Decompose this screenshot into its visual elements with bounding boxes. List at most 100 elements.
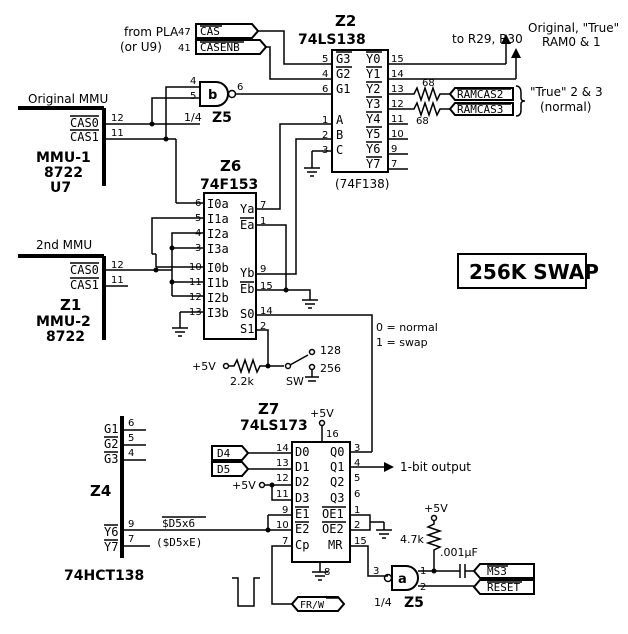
z7-d5x6: $D5x6 [162, 517, 195, 530]
z7-inpin-4: 9 [282, 505, 288, 516]
z7-part: 74LS173 [240, 418, 308, 434]
z4-g2-pin: 5 [128, 433, 134, 444]
z2-output-routing: to R29, R30 Original, "True" RAM0 & 1 68… [408, 21, 619, 127]
res-68-a: 68 [422, 78, 435, 89]
z5b-frac: 1/4 [184, 111, 202, 124]
z2-outpin-6: 9 [391, 144, 397, 155]
swap-switch: +5V 2.2k SW 128 256 0 = normal 1 = swap [192, 321, 438, 388]
z4-g1-pin: 6 [128, 418, 134, 429]
z2-outpin-7: 7 [391, 159, 397, 170]
z6-in-2: I2a [207, 227, 229, 241]
z7-out-1: Q1 [330, 460, 344, 474]
z6-chip: Z6 74F153 I0a I1a I2a I3a I0b I1b I2b I3… [151, 123, 373, 452]
z5a-frac: 1/4 [374, 596, 392, 609]
z6-in-6: I2b [207, 291, 229, 305]
z2-outpin-5: 10 [391, 129, 404, 140]
z4-y7-pin: 7 [128, 534, 134, 545]
mmu2-pin11: 11 [111, 275, 124, 286]
z2-inpin-1: 4 [322, 69, 328, 80]
z6-in-7: I3b [207, 306, 229, 320]
z7-in-0: D0 [295, 445, 309, 459]
z2-in-5: C [336, 143, 343, 157]
z2-in-0: G3 [336, 52, 350, 66]
z2-out-1: Y1 [366, 67, 380, 81]
z6-outpin-2: 9 [260, 264, 266, 275]
sw-normal: 0 = normal [376, 321, 438, 334]
pla-label-2: (or U9) [120, 40, 162, 54]
true-label-2: (normal) [540, 100, 591, 114]
z7-in-1: D1 [295, 460, 309, 474]
z7-out-4: OE1 [322, 507, 344, 521]
z7-outpin-2: 5 [354, 473, 360, 484]
z2-inpin-3: 1 [322, 115, 328, 126]
sw-swap: 1 = swap [376, 336, 428, 349]
z6-out-1: Ea [240, 218, 254, 232]
orig-label-2: RAM0 & 1 [542, 35, 601, 49]
z2-inpin-0: 5 [322, 54, 328, 65]
mmu1: Original MMU CAS0 CAS1 12 11 MMU-1 8722 … [18, 92, 200, 196]
z7-inpin-6: 7 [282, 536, 288, 547]
z6-in-3: I3a [207, 242, 229, 256]
z4-y7: Y7 [104, 540, 118, 554]
sw-256: 256 [320, 362, 341, 375]
z4-g1: G1 [104, 422, 118, 436]
sw-label: SW [286, 375, 304, 388]
pla-pin-1: 47 [178, 27, 191, 38]
z2-in-3: A [336, 113, 344, 127]
z5b-label: b [208, 88, 217, 103]
z5-gate-a: a 3 1 2 1/4 Z5 .001µF +5V 4.7k MS3 RESET [373, 502, 535, 611]
z2-part: 74LS138 [298, 32, 366, 48]
ms3-label: MS3 [487, 565, 507, 578]
z7-in-5: E2 [295, 522, 309, 536]
z6-out-5: S1 [240, 322, 254, 336]
true-label-1: "True" 2 & 3 [530, 85, 603, 99]
z7-out-3: Q3 [330, 491, 344, 505]
z7-out-0: Q0 [330, 445, 344, 459]
sw-vcc: +5V [192, 360, 216, 373]
z4-y6: Y6 [104, 525, 118, 539]
mmu2-sig0: CAS0 [70, 263, 99, 277]
z7-out-6: MR [328, 538, 343, 552]
mmu2-part: 8722 [46, 329, 85, 345]
mmu2: 2nd MMU CAS0 CAS1 12 11 Z1 MMU-2 8722 [18, 238, 172, 345]
z5a-ref: Z5 [404, 595, 424, 611]
mmu2-sig1: CAS1 [70, 278, 99, 292]
z2-inpin-2: 6 [322, 84, 328, 95]
ramcas3-label: RAMCAS3 [457, 103, 503, 116]
sw-128: 128 [320, 344, 341, 357]
z6-out-4: S0 [240, 307, 254, 321]
z4-y6-pin: 9 [128, 519, 134, 530]
z7-outpin-6: 15 [354, 536, 367, 547]
mmu1-heading: Original MMU [28, 92, 108, 106]
z7-inpin-1: 13 [276, 458, 289, 469]
z2-out-6: Y6 [366, 142, 380, 156]
z2-in-1: G2 [336, 67, 350, 81]
z7-inpin-2: 12 [276, 473, 289, 484]
z6-outpin-3: 15 [260, 281, 273, 292]
pla-sig-cas: CAS [200, 25, 220, 38]
z6-in-1: I1a [207, 212, 229, 226]
z7-d5xe: ($D5xE) [156, 536, 202, 549]
z6-out-2: Yb [240, 266, 254, 280]
z7-outpin-5: 2 [354, 520, 360, 531]
z5b-pin4: 4 [190, 76, 196, 87]
mmu1-sig1: CAS1 [70, 130, 99, 144]
z7-vcc-pin: 16 [326, 429, 339, 440]
z7-ref: Z7 [258, 400, 279, 418]
z6-out-0: Ya [240, 202, 254, 216]
z2-out-2: Y2 [366, 82, 380, 96]
z6-in-0: I0a [207, 197, 229, 211]
diagram-title: 256K SWAP [469, 260, 599, 284]
z6-outpin-1: 1 [260, 216, 266, 227]
z5a-pin2: 2 [420, 582, 426, 593]
sw-r: 2.2k [230, 375, 254, 388]
title-box: 256K SWAP [457, 253, 599, 289]
z6-in-5: I1b [207, 276, 229, 290]
z7-in-3: D3 [295, 491, 309, 505]
mmu2-heading: 2nd MMU [36, 238, 92, 252]
z2-out-5: Y5 [366, 127, 380, 141]
z2-out-4: Y4 [366, 112, 380, 126]
z7-inpin-0: 14 [276, 443, 289, 454]
z7-inpin-3: 11 [276, 489, 289, 500]
